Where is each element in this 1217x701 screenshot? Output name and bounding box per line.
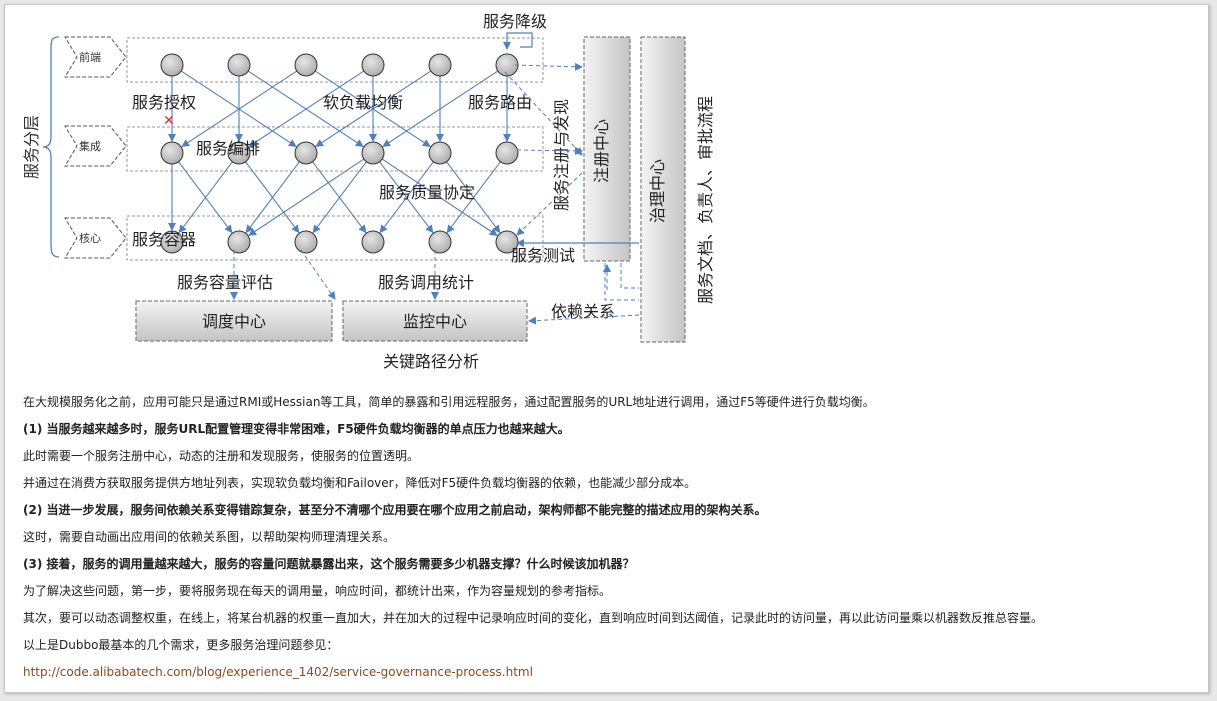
routing-label: 服务路由 [468, 93, 532, 112]
paragraph-intro: 在大规模服务化之前，应用可能只是通过RMI或Hessian等工具，简单的暴露和引… [23, 395, 875, 409]
service-node [361, 53, 385, 77]
test-label: 服务测试 [511, 246, 575, 265]
auth-blocked-mark: ✕ [163, 113, 175, 129]
service-node [428, 53, 452, 77]
layer-front-label: 前端 [79, 50, 101, 64]
service-call-edge [248, 70, 365, 147]
paragraph-capacity: 其次，要可以动态调整权重，在线上，将某台机器的权重一直加大，并在加大的过程中记录… [23, 611, 1044, 625]
orchestration-label: 服务编排 [196, 139, 260, 158]
qos-label: 服务质量协定 [379, 183, 475, 202]
service-node [227, 141, 251, 165]
stats-label: 服务调用统计 [378, 273, 474, 292]
service-nodes [160, 53, 519, 254]
service-call-edge [181, 70, 298, 147]
service-node [227, 230, 251, 254]
lb-label: 软负载均衡 [323, 93, 403, 112]
service-node [227, 53, 251, 77]
scheduler-center-box: 调度中心 [135, 300, 333, 342]
service-call-edge [312, 161, 367, 234]
dashed-connectors [230, 62, 640, 325]
layer-brace [42, 36, 60, 258]
service-call-edge [381, 158, 498, 236]
registry-center-box: 注册中心 [583, 36, 631, 262]
capacity-label: 服务容量评估 [177, 273, 273, 292]
paragraph-link-row: http://code.alibabatech.com/blog/experie… [23, 659, 1193, 686]
service-call-edge [382, 70, 499, 147]
paragraph-registry: 此时需要一个服务注册中心，动态的注册和发现服务，使服务的位置透明。 [23, 449, 420, 463]
service-call-edge [178, 161, 233, 234]
layer-tag-core: 核心 [64, 217, 127, 259]
service-call-edge [248, 158, 365, 236]
dependency-label: 依赖关系 [551, 302, 615, 321]
governance-process-link[interactable]: http://code.alibabatech.com/blog/experie… [23, 665, 533, 679]
critical-path-label: 关键路径分析 [383, 352, 479, 371]
service-node [495, 141, 519, 165]
content-frame: 前端 集成 核心 服务分层 服务降级 ✕ 服务授权 软负载均衡 服务路由 服务编… [4, 4, 1209, 693]
service-node [160, 230, 184, 254]
service-call-edge [315, 70, 432, 147]
monitor-center-box: 监控中心 [342, 300, 528, 342]
registry-discovery-label: 服务注册与发现 [552, 99, 571, 211]
registry-center-label: 注册中心 [592, 119, 611, 183]
service-node [294, 230, 318, 254]
service-call-edge [446, 161, 501, 234]
degrade-label: 服务降级 [483, 12, 547, 31]
service-node [294, 53, 318, 77]
monitor-center-label: 监控中心 [403, 312, 467, 331]
layer-axis-label: 服务分层 [22, 115, 41, 179]
article-body: 在大规模服务化之前，应用可能只是通过RMI或Hessian等工具，简单的暴露和引… [23, 389, 1193, 686]
degrade-loop-arrow [503, 32, 533, 50]
service-node [495, 53, 519, 77]
paragraph-dependency: 这时，需要自动画出应用间的依赖关系图，以帮助架构师理清理关系。 [23, 530, 396, 544]
service-node [428, 141, 452, 165]
service-call-edge [379, 161, 434, 234]
paragraph-point-2: (2) 当进一步发展，服务间依赖关系变得错踪复杂，甚至分不清哪个应用要在哪个应用… [23, 503, 767, 517]
docs-label: 服务文档、负责人、审批流程 [696, 96, 715, 304]
layer-tag-integration: 集成 [64, 125, 127, 167]
layer-row-core [126, 215, 544, 261]
service-node [160, 53, 184, 77]
service-governance-diagram: 前端 集成 核心 服务分层 服务降级 ✕ 服务授权 软负载均衡 服务路由 服务编… [22, 12, 715, 371]
service-node [294, 141, 318, 165]
service-call-edge [245, 161, 300, 234]
service-node [361, 141, 385, 165]
paragraph-point-3: (3) 接着，服务的调用量越来越大，服务的容量问题就暴露出来，这个服务需要多少机… [23, 557, 635, 571]
paragraph-summary: 以上是Dubbo最基本的几个需求，更多服务治理问题参见： [23, 638, 339, 652]
scheduler-center-label: 调度中心 [202, 312, 266, 331]
layer-row-front [126, 37, 544, 83]
layer-tag-front: 前端 [64, 36, 127, 78]
auth-label: 服务授权 [132, 93, 196, 112]
layer-row-integration [126, 126, 544, 172]
paragraph-point-1: (1) 当服务越来越多时，服务URL配置管理变得非常困难，F5硬件负载均衡器的单… [23, 422, 570, 436]
service-node [160, 141, 184, 165]
governance-center-label: 治理中心 [648, 159, 667, 223]
container-label: 服务容器 [132, 230, 196, 249]
layer-core-label: 核心 [79, 231, 101, 245]
service-call-edges [168, 70, 511, 236]
layer-integration-label: 集成 [79, 139, 101, 153]
service-node [428, 230, 452, 254]
paragraph-failover: 并通过在消费方获取服务提供方地址列表，实现软负载均衡和Failover，降低对F… [23, 476, 697, 490]
service-node [361, 230, 385, 254]
paragraph-stats: 为了解决这些问题，第一步，要将服务现在每天的调用量，响应时间，都统计出来，作为容… [23, 584, 612, 598]
governance-center-box: 治理中心 [640, 36, 686, 343]
